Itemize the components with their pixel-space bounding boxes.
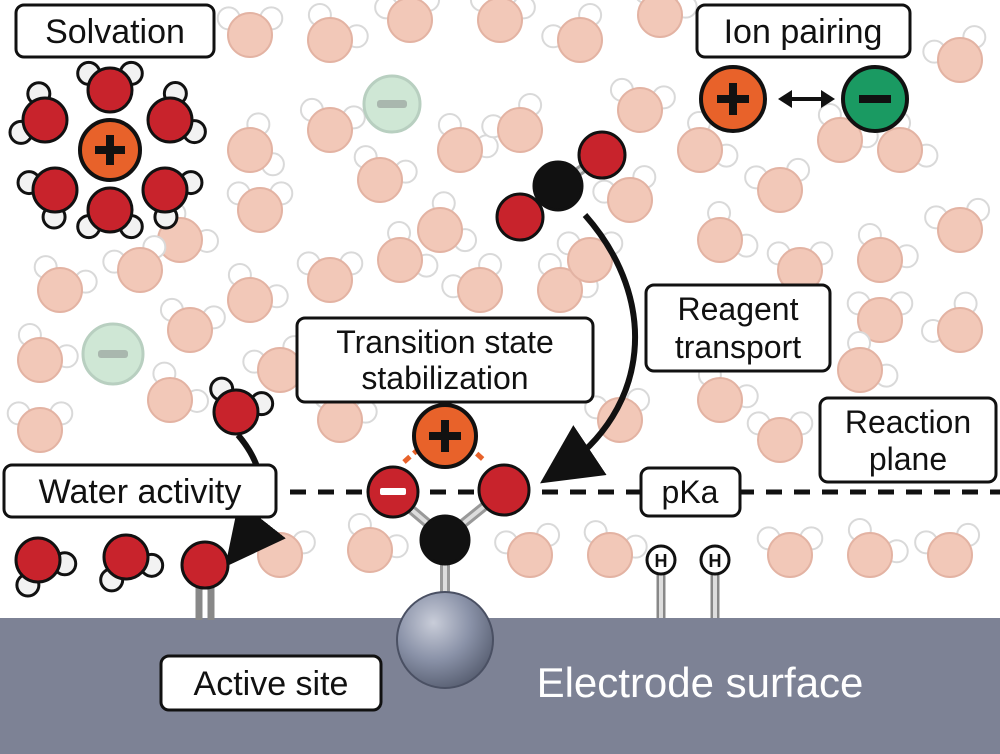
label-active-site: Active site [159,654,383,712]
cation-icon [78,118,142,182]
cation-icon [412,403,478,469]
faded-water-icon [847,517,909,578]
solvation-cluster [8,60,207,240]
svg-text:Water activity: Water activity [39,473,242,511]
faded-water-icon [583,520,648,578]
water-molecule-approaching [209,376,275,436]
svg-text:Solvation: Solvation [45,13,185,51]
svg-text:transport: transport [675,329,801,365]
water-molecule-icon [141,166,204,230]
faded-water-icon [296,251,364,303]
co2-molecule [495,130,627,242]
faded-water-icon [469,0,536,43]
minus-sign-icon [380,488,406,495]
water-molecule-icon [16,166,79,230]
svg-text:Active site: Active site [194,665,349,703]
faded-water-icon [697,362,759,423]
ion-pair [699,65,909,133]
label-ion-pairing: Ion pairing [695,3,912,59]
faded-water-icon [924,197,991,253]
faded-water-icon [347,512,409,573]
faded-water-icon [147,361,209,423]
label-reagent-transport: Reagent transport [644,283,832,373]
electrode-surface-label: Electrode surface [537,659,864,706]
faded-water-icon [744,157,811,213]
label-pka: pKa [639,466,742,518]
svg-text:plane: plane [869,441,947,477]
faded-water-icon [746,411,814,463]
adsorbed-hydrogen: H [645,544,677,618]
cation-icon [699,65,767,133]
faded-water-icon [846,291,914,343]
faded-water-icon [677,111,739,173]
faded-water-icon [216,6,284,58]
faded-water-icon [377,221,439,283]
faded-water-icon [914,522,981,578]
adsorbed-water-post [180,540,230,620]
faded-water-icon [374,0,441,43]
faded-water-icon [592,165,657,223]
faded-water-icon [756,526,824,578]
faded-water-icon [697,201,759,263]
anion-icon [841,65,909,133]
faded-water-icon [17,322,79,383]
hydrogen-atom-label: H [655,551,668,571]
svg-text:Ion pairing: Ion pairing [724,13,883,51]
hydrogen-atom-label: H [709,551,722,571]
faded-water-icon [857,222,919,283]
faded-water-icon [537,252,599,313]
faded-water-icon [922,25,987,83]
faded-water-icon [837,331,899,393]
faded-water-icon [636,0,698,38]
faded-water-icon [441,252,503,313]
water-molecule-icon [146,81,207,145]
transition-state-complex [366,403,531,600]
faded-water-icon [494,522,561,578]
faded-water-icon [227,262,289,323]
faded-water-icon [541,2,603,63]
adsorbed-water-layer [14,533,230,620]
faded-water-icon [299,97,366,153]
faded-water-icon [481,92,543,153]
faded-water-icon [921,291,983,353]
faded-anion-icon [81,322,145,386]
faded-water-icon [584,387,651,443]
water-molecule-icon [14,536,78,598]
faded-water-icon [249,522,316,578]
faded-water-icon [33,255,98,313]
adsorbed-hydrogen: H [699,544,731,618]
faded-water-icon [102,235,167,293]
faded-water-icon [417,191,478,253]
water-molecule-icon [8,81,69,145]
double-arrow-icon [778,90,835,108]
reagent-transport-arrow-icon [540,213,638,484]
faded-water-icon [609,77,676,133]
label-transition-state: Transition state stabilization [295,316,595,404]
water-molecule-icon [76,186,144,240]
faded-water-icon [227,112,285,177]
water-molecule-icon [99,533,165,593]
faded-water-icon [226,181,294,233]
svg-text:Transition state: Transition state [336,324,554,360]
faded-water-icon [353,145,418,203]
label-solvation: Solvation [14,3,216,59]
faded-water-icon [159,297,226,353]
water-molecule-icon [76,60,144,114]
svg-text:stabilization: stabilization [361,360,528,396]
label-reaction-plane: Reaction plane [818,396,998,484]
water-molecule-icon [209,376,275,436]
faded-water-icon [766,241,834,293]
faded-water-icon [307,2,369,63]
svg-text:Reaction: Reaction [845,404,971,440]
background-water-molecules [6,0,991,578]
faded-anion-icon [362,74,422,134]
svg-text:pKa: pKa [662,474,719,510]
label-water-activity: Water activity [2,463,278,519]
svg-text:Reagent: Reagent [678,291,799,327]
active-site-atom [396,591,494,689]
faded-water-icon [437,112,499,173]
faded-water-icon [6,401,74,453]
